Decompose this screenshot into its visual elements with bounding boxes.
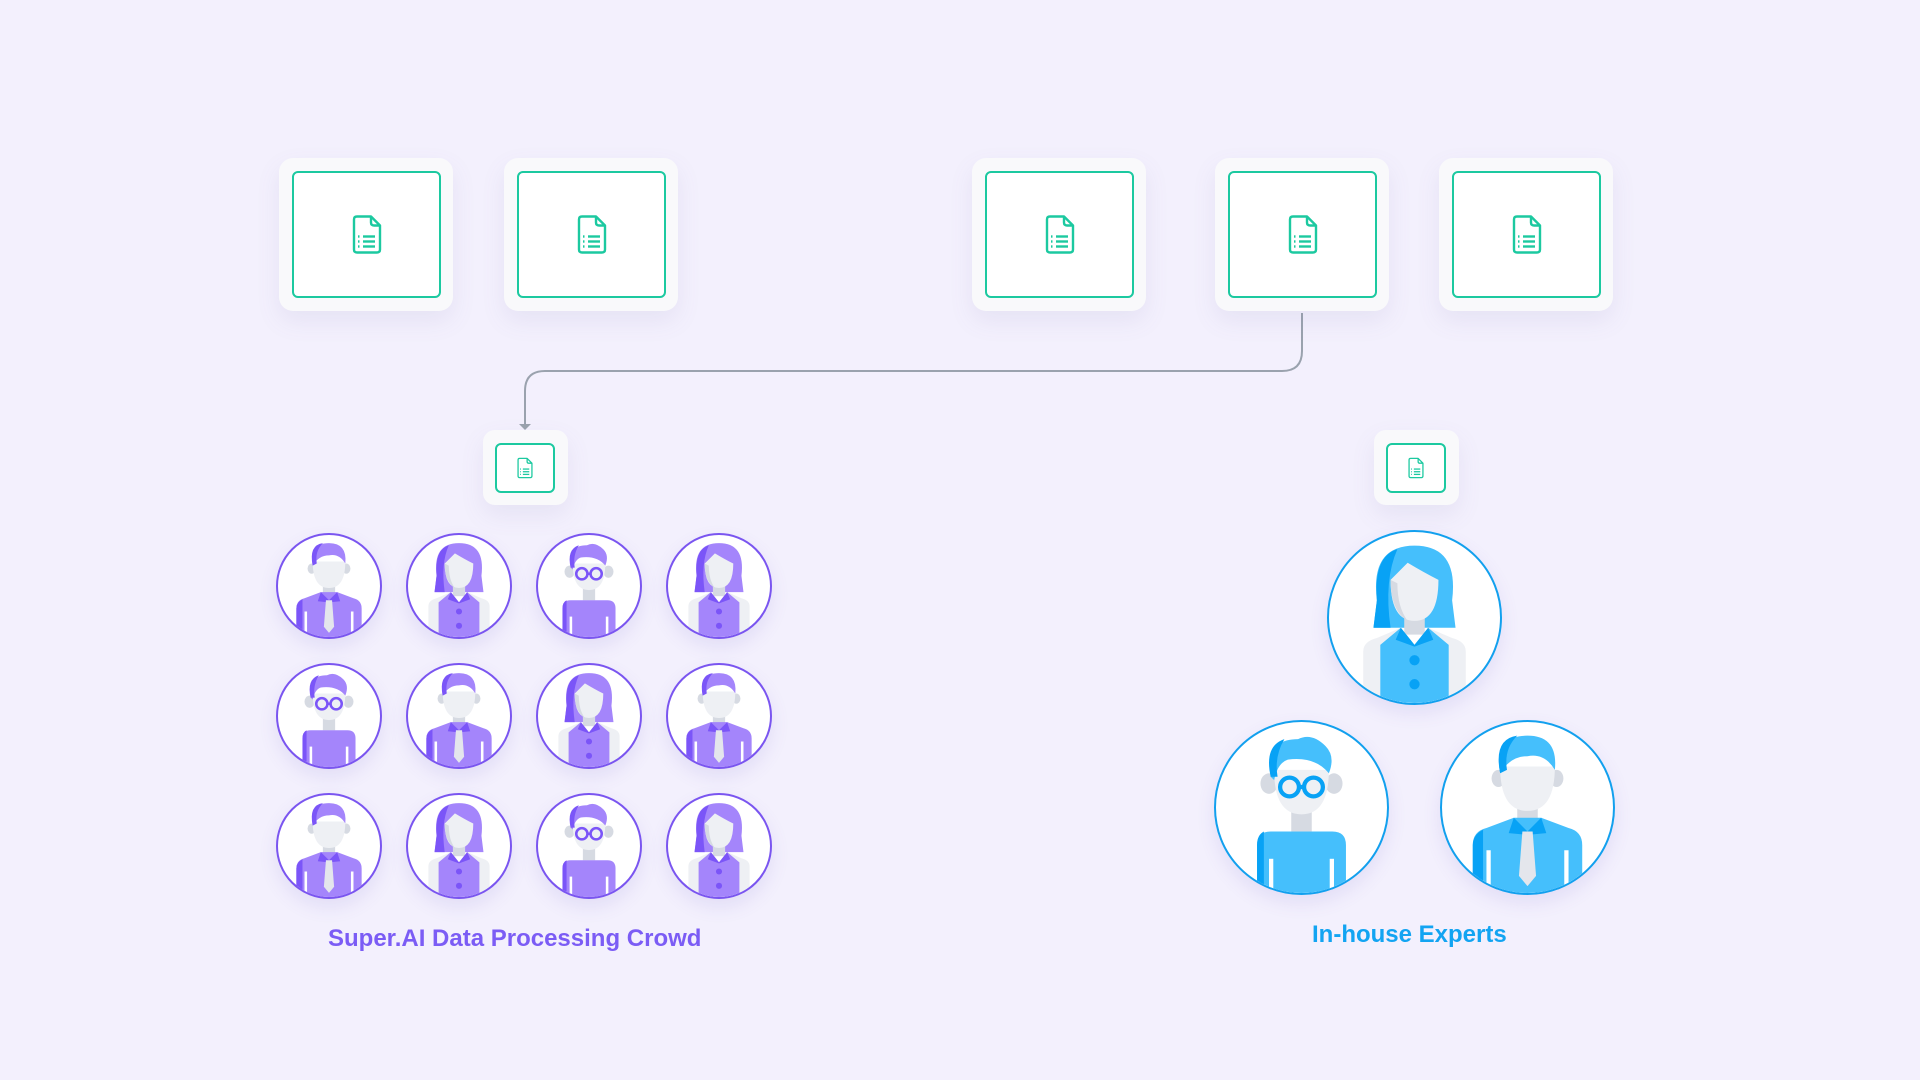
expert-man-tie (1440, 720, 1615, 895)
document-list-icon (1408, 457, 1424, 479)
crowd-member-woman (666, 793, 772, 899)
experts-document[interactable] (1374, 430, 1459, 505)
crowd-member-woman (536, 663, 642, 769)
crowd-member-man-tie (666, 663, 772, 769)
source-document-3[interactable] (972, 158, 1146, 311)
expert-man-glasses (1214, 720, 1389, 895)
source-document-2[interactable] (504, 158, 678, 311)
crowd-member-man-glasses (276, 663, 382, 769)
crowd-member-man-tie (406, 663, 512, 769)
crowd-member-woman (406, 793, 512, 899)
experts-label: In-house Experts (1312, 921, 1507, 948)
document-list-icon (517, 457, 533, 479)
document-list-icon (352, 214, 382, 255)
document-frame (517, 171, 666, 298)
document-frame (1386, 443, 1446, 493)
crowd-document[interactable] (483, 430, 568, 505)
crowd-member-man-glasses (536, 533, 642, 639)
document-list-icon (1045, 214, 1075, 255)
document-frame (1452, 171, 1601, 298)
crowd-member-woman (666, 533, 772, 639)
document-list-icon (1288, 214, 1318, 255)
document-frame (1228, 171, 1377, 298)
crowd-label: Super.AI Data Processing Crowd (328, 925, 702, 952)
crowd-member-man-glasses (536, 793, 642, 899)
source-document-5[interactable] (1439, 158, 1613, 311)
expert-woman (1327, 530, 1502, 705)
crowd-member-man-tie (276, 533, 382, 639)
document-frame (292, 171, 441, 298)
document-frame (495, 443, 555, 493)
source-document-1[interactable] (279, 158, 453, 311)
document-list-icon (1512, 214, 1542, 255)
document-list-icon (577, 214, 607, 255)
crowd-member-man-tie (276, 793, 382, 899)
crowd-member-woman (406, 533, 512, 639)
document-frame (985, 171, 1134, 298)
source-document-4[interactable] (1215, 158, 1389, 311)
